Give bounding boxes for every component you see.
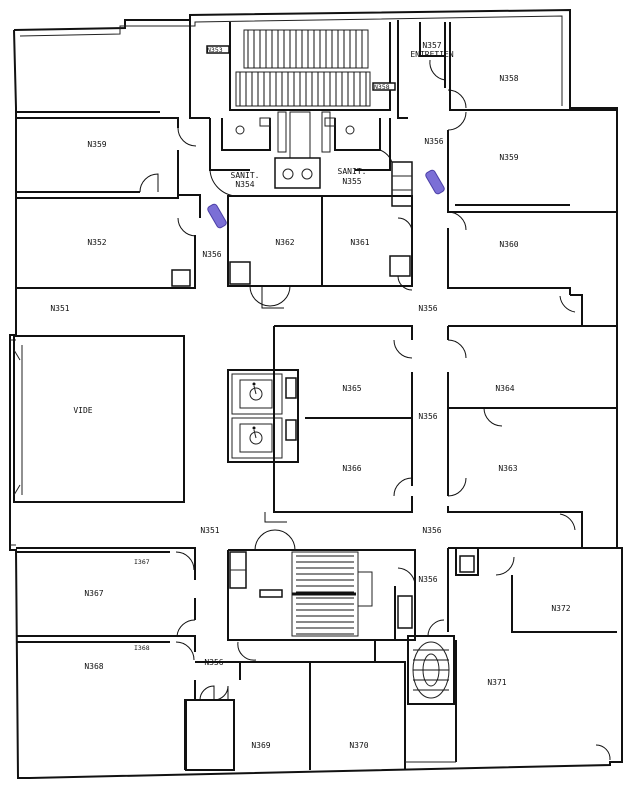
room-label: N353 [207, 46, 223, 54]
rooms-364-363 [447, 325, 617, 548]
room-label: N355 [342, 177, 361, 186]
room-label: N359 [87, 140, 106, 149]
room-label: N371 [487, 678, 506, 687]
upper-left-rooms [16, 111, 201, 289]
elevators [227, 369, 299, 463]
room-label: N351 [50, 304, 69, 313]
room-label: N356 [422, 526, 441, 535]
rooms-372-371 [405, 547, 617, 763]
room-label: N361 [350, 238, 369, 247]
extinguisher-icon [425, 169, 445, 195]
room-label: N356 [418, 412, 437, 421]
rooms-365-366 [254, 325, 413, 551]
rooms-362-361 [227, 195, 413, 309]
sanitary-block [209, 111, 394, 197]
room-label: N368 [84, 662, 103, 671]
room-label: ENTRETIEN [410, 50, 454, 59]
room-label: I368 [134, 644, 150, 652]
extinguisher-icon [207, 203, 227, 229]
room-label: N352 [87, 238, 106, 247]
room-label: N360 [499, 240, 518, 249]
room-label: N356 [202, 250, 221, 259]
void-area [13, 335, 185, 503]
room-label: N358 [374, 83, 390, 91]
stair-treads-top [239, 30, 367, 106]
room-label: N356 [204, 658, 223, 667]
room-label: SANIT. [231, 171, 260, 180]
room-label: N370 [349, 741, 368, 750]
top-stair [189, 20, 408, 119]
room-label: N357 [422, 41, 441, 50]
room-label: VIDE [73, 406, 92, 415]
wheelchair-icon [249, 382, 263, 401]
room-label: SANIT. [338, 167, 367, 176]
room-label: N364 [495, 384, 514, 393]
room-label: N363 [498, 464, 517, 473]
bottom-rooms [185, 640, 406, 771]
bottom-stair [227, 549, 416, 641]
spiral-stair [407, 619, 455, 705]
right-corridor-doors [559, 294, 583, 326]
room-label: N369 [251, 741, 270, 750]
room-label: N359 [499, 153, 518, 162]
room-label: N366 [342, 464, 361, 473]
room-label: N367 [84, 589, 103, 598]
room-label: N351 [200, 526, 219, 535]
room-label: N354 [235, 180, 254, 189]
lower-left-rooms [16, 547, 196, 770]
room-label: N358 [499, 74, 518, 83]
room-label: N356 [418, 575, 437, 584]
room-label: I367 [134, 558, 150, 566]
stair-treads-bottom [296, 555, 354, 635]
wheelchair-icon [249, 426, 263, 445]
room-label: N372 [551, 604, 570, 613]
room-label: N356 [424, 137, 443, 146]
room-label: N365 [342, 384, 361, 393]
room-labels: N353 N357 ENTRETIEN N358 N358 N359 N356 … [50, 41, 570, 750]
room-label: N362 [275, 238, 294, 247]
room-label: N356 [418, 304, 437, 313]
